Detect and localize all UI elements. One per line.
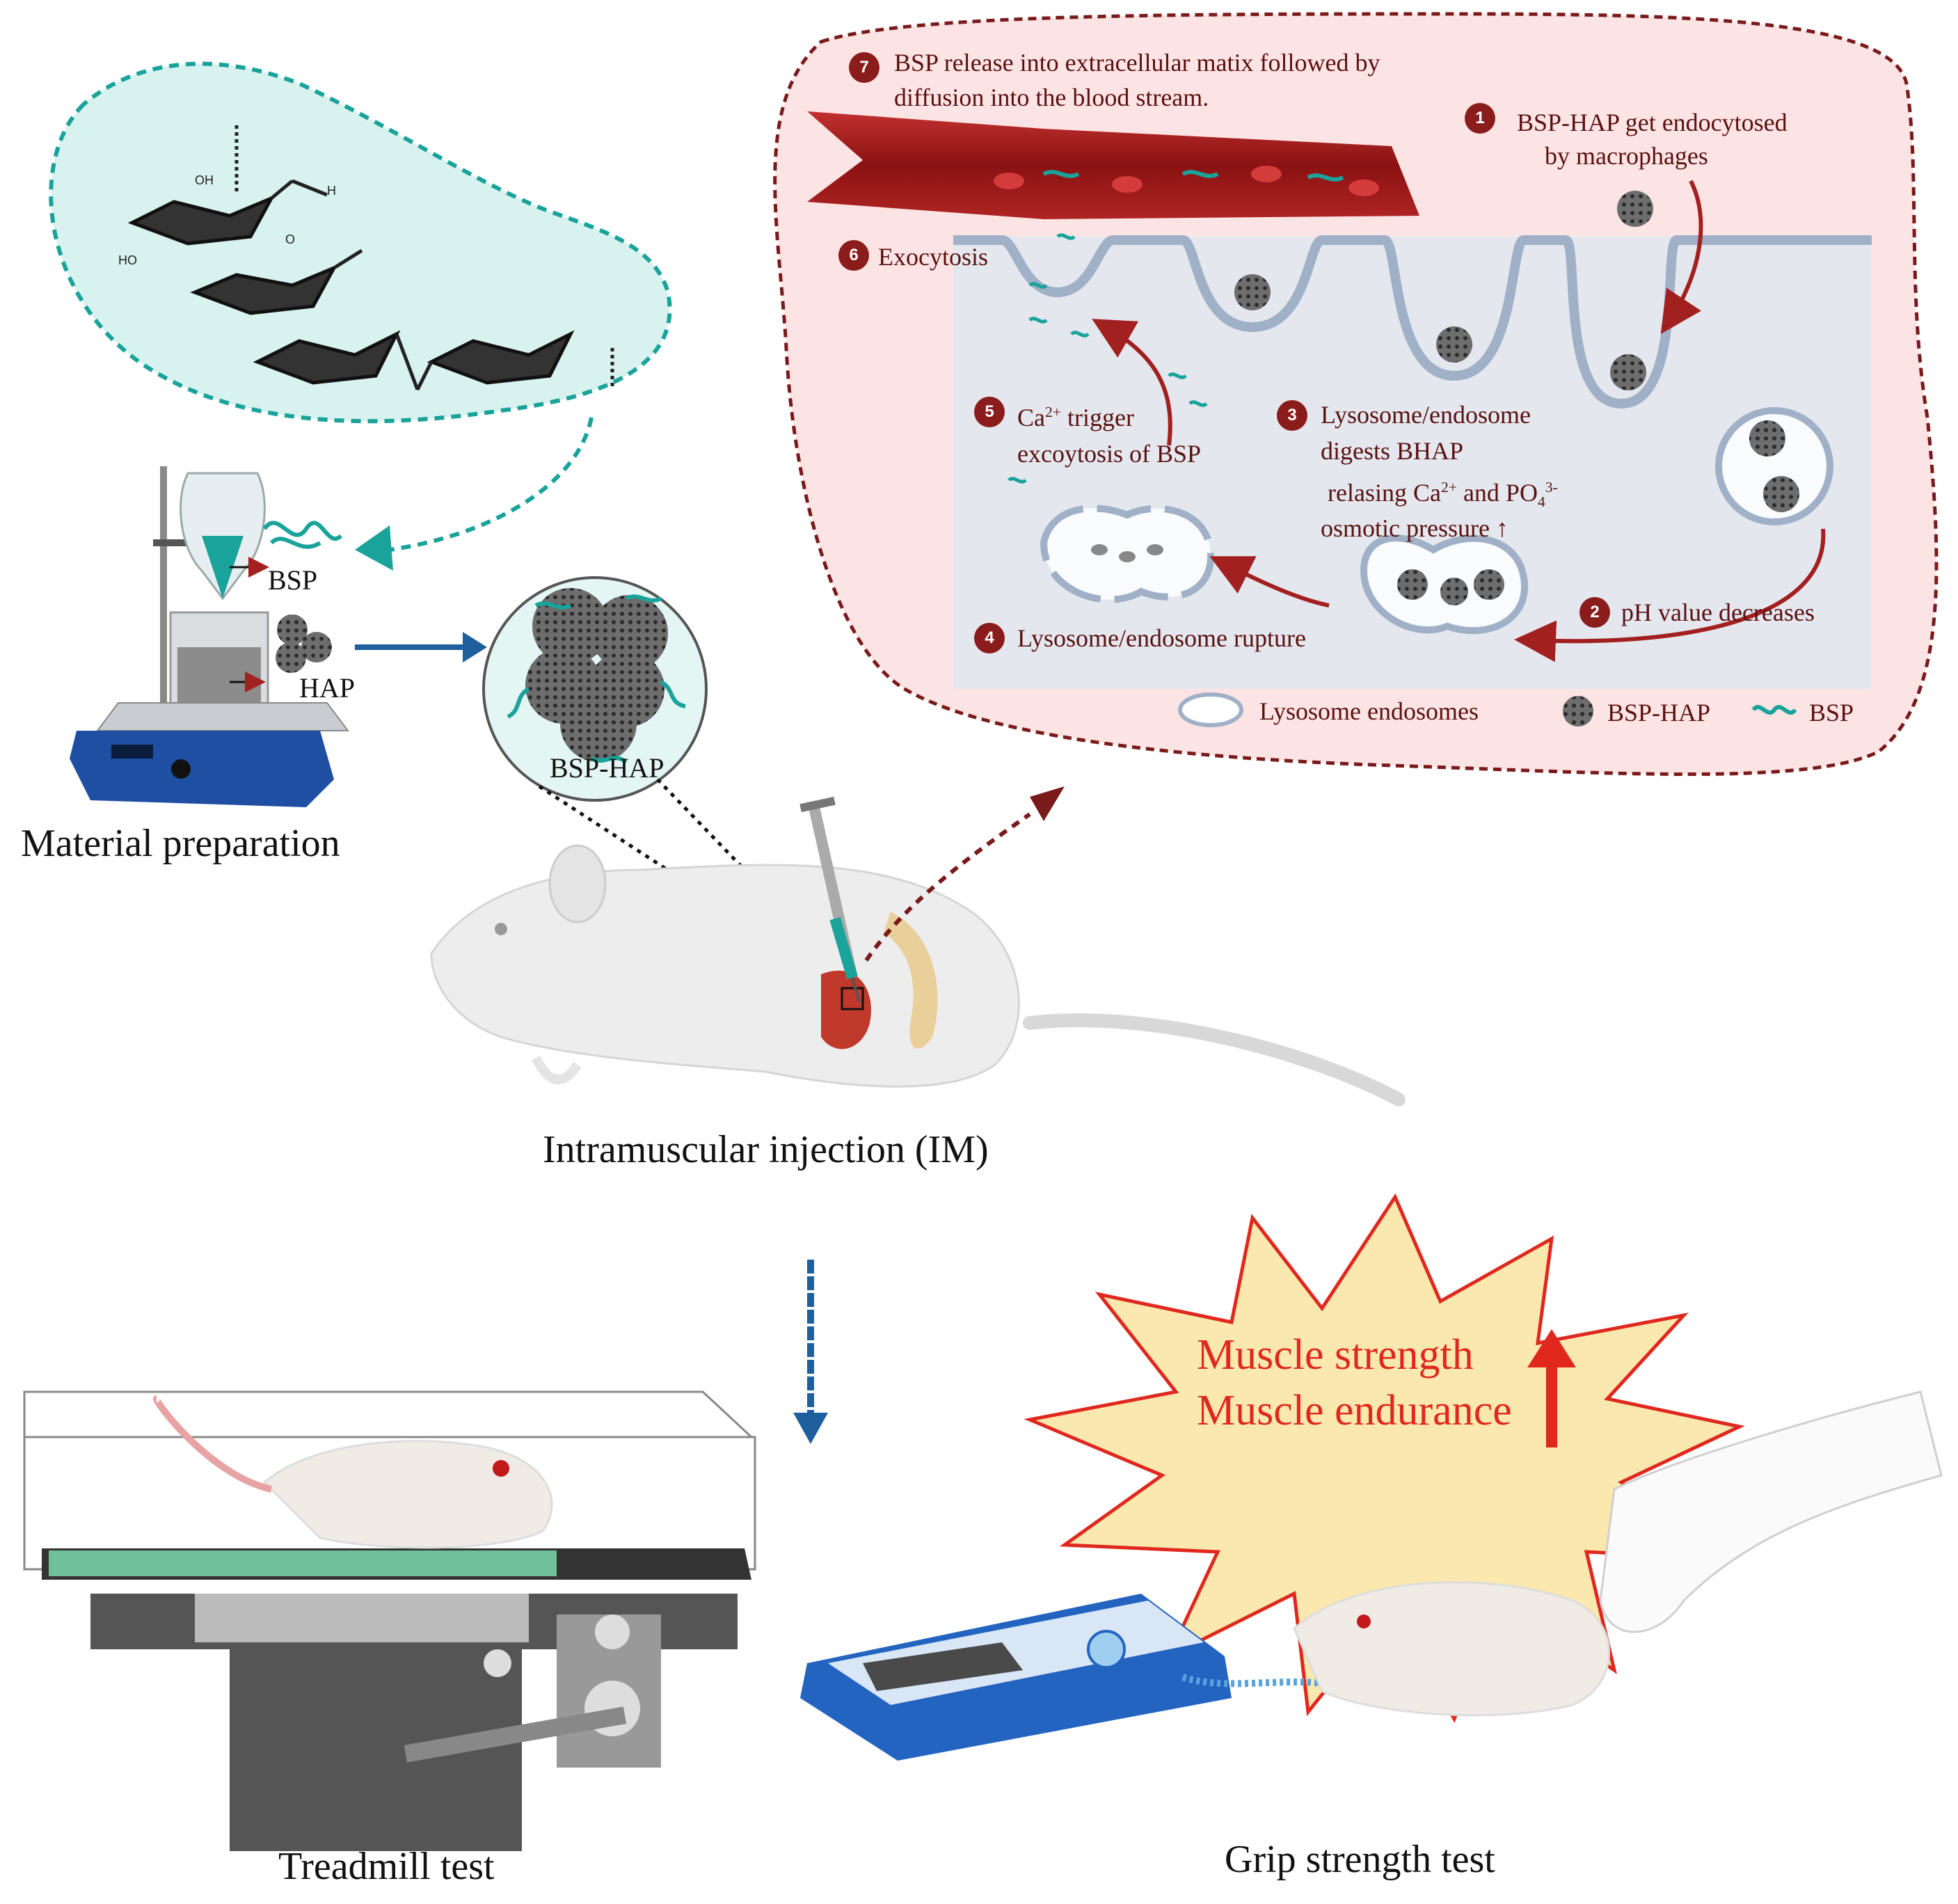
arrow-step1: [1660, 180, 1703, 334]
grip-strength-test-caption: Grip strength test: [1225, 1838, 1495, 1881]
rat-illustration: [430, 844, 1406, 1106]
bsp-hap-particle-label: BSP-HAP: [550, 752, 664, 784]
chem-atom-ho: HO: [118, 253, 137, 267]
intramuscular-injection-caption: Intramuscular injection (IM): [543, 1128, 989, 1171]
bsp-strand-icon: [262, 521, 343, 549]
grip-test-illustration: [800, 1390, 1943, 1761]
step-7-badge: 7: [849, 52, 879, 83]
chem-structure-blob: [49, 61, 672, 424]
arrow-step2: [1514, 528, 1826, 663]
arrow-step5: [1092, 319, 1172, 446]
glucose-chain-diagram: [127, 125, 614, 391]
step-5-badge: 5: [974, 397, 1005, 427]
legend-bsp-hap-label: BSP-HAP: [1607, 699, 1711, 727]
arrow-step4: [1209, 556, 1330, 608]
chem-atom-oh: OH: [195, 173, 214, 187]
red-dashed-arrow-to-cell: [864, 812, 1031, 962]
outcome-muscle-strength: Muscle strength: [1197, 1331, 1474, 1379]
step-1-text-line1: BSP-HAP get endocytosed: [1517, 109, 1788, 136]
step-3-text-line3: relasing Ca2+ and PO43-: [1328, 479, 1558, 511]
lysosome-vesicle-digesting: [1360, 534, 1529, 635]
step-6-text: Exocytosis: [878, 243, 988, 271]
teal-dashed-arrow: [389, 417, 594, 552]
legend-bsp-icon: [1751, 705, 1797, 715]
material-preparation-caption: Material preparation: [21, 822, 340, 865]
step-2-text: pH value decreases: [1621, 598, 1815, 626]
blood-vessel: [807, 111, 1419, 219]
step-4-badge: 4: [974, 623, 1005, 653]
chem-atom-o: O: [285, 232, 295, 246]
lysosome-vesicle-intact: [1715, 407, 1833, 525]
treadmill-illustration: [23, 1390, 756, 1851]
chem-atom-h: H: [327, 184, 336, 198]
legend-bsp-label: BSP: [1809, 699, 1854, 727]
cell-membrane: [953, 235, 1872, 409]
outcome-muscle-endurance: Muscle endurance: [1197, 1387, 1512, 1434]
step-7-text-line1: BSP release into extracellular matix fol…: [894, 49, 1380, 77]
step-2-badge: 2: [1579, 597, 1610, 628]
step-3-text-line4: osmotic pressure ↑: [1321, 514, 1509, 542]
endocytosed-particles: [1234, 191, 1653, 390]
step-7-text-line2: diffusion into the blood stream.: [894, 84, 1209, 111]
step-1-badge: 1: [1465, 103, 1495, 134]
teal-arrowhead: [355, 525, 393, 571]
step-3-text-line2: digests BHAP: [1321, 437, 1464, 465]
hap-particles-icon: [276, 614, 332, 673]
syringe-icon: [799, 796, 861, 1003]
legend-lysosome-label: Lysosome endosomes: [1259, 697, 1479, 725]
step-4-text: Lysosome/endosome rupture: [1017, 624, 1306, 652]
step-1-text-line2: by macrophages: [1545, 142, 1708, 170]
bsp-hap-particle-cluster: [507, 588, 686, 764]
bsp-label: BSP: [268, 564, 318, 596]
step-5-text-line2: excoytosis of BSP: [1017, 440, 1202, 468]
step-3-text-line1: Lysosome/endosome: [1321, 401, 1531, 429]
step-5-text-line1: Ca2+ trigger: [1017, 404, 1134, 431]
step-6-badge: 6: [838, 240, 869, 271]
hap-label: HAP: [299, 672, 356, 704]
lysosome-vesicle-ruptured: [1040, 505, 1215, 603]
treadmill-test-caption: Treadmill test: [278, 1845, 495, 1888]
legend-bsp-hap-icon: [1563, 696, 1593, 727]
legend-lysosome-icon: [1178, 692, 1243, 727]
step-3-badge: 3: [1277, 400, 1307, 431]
